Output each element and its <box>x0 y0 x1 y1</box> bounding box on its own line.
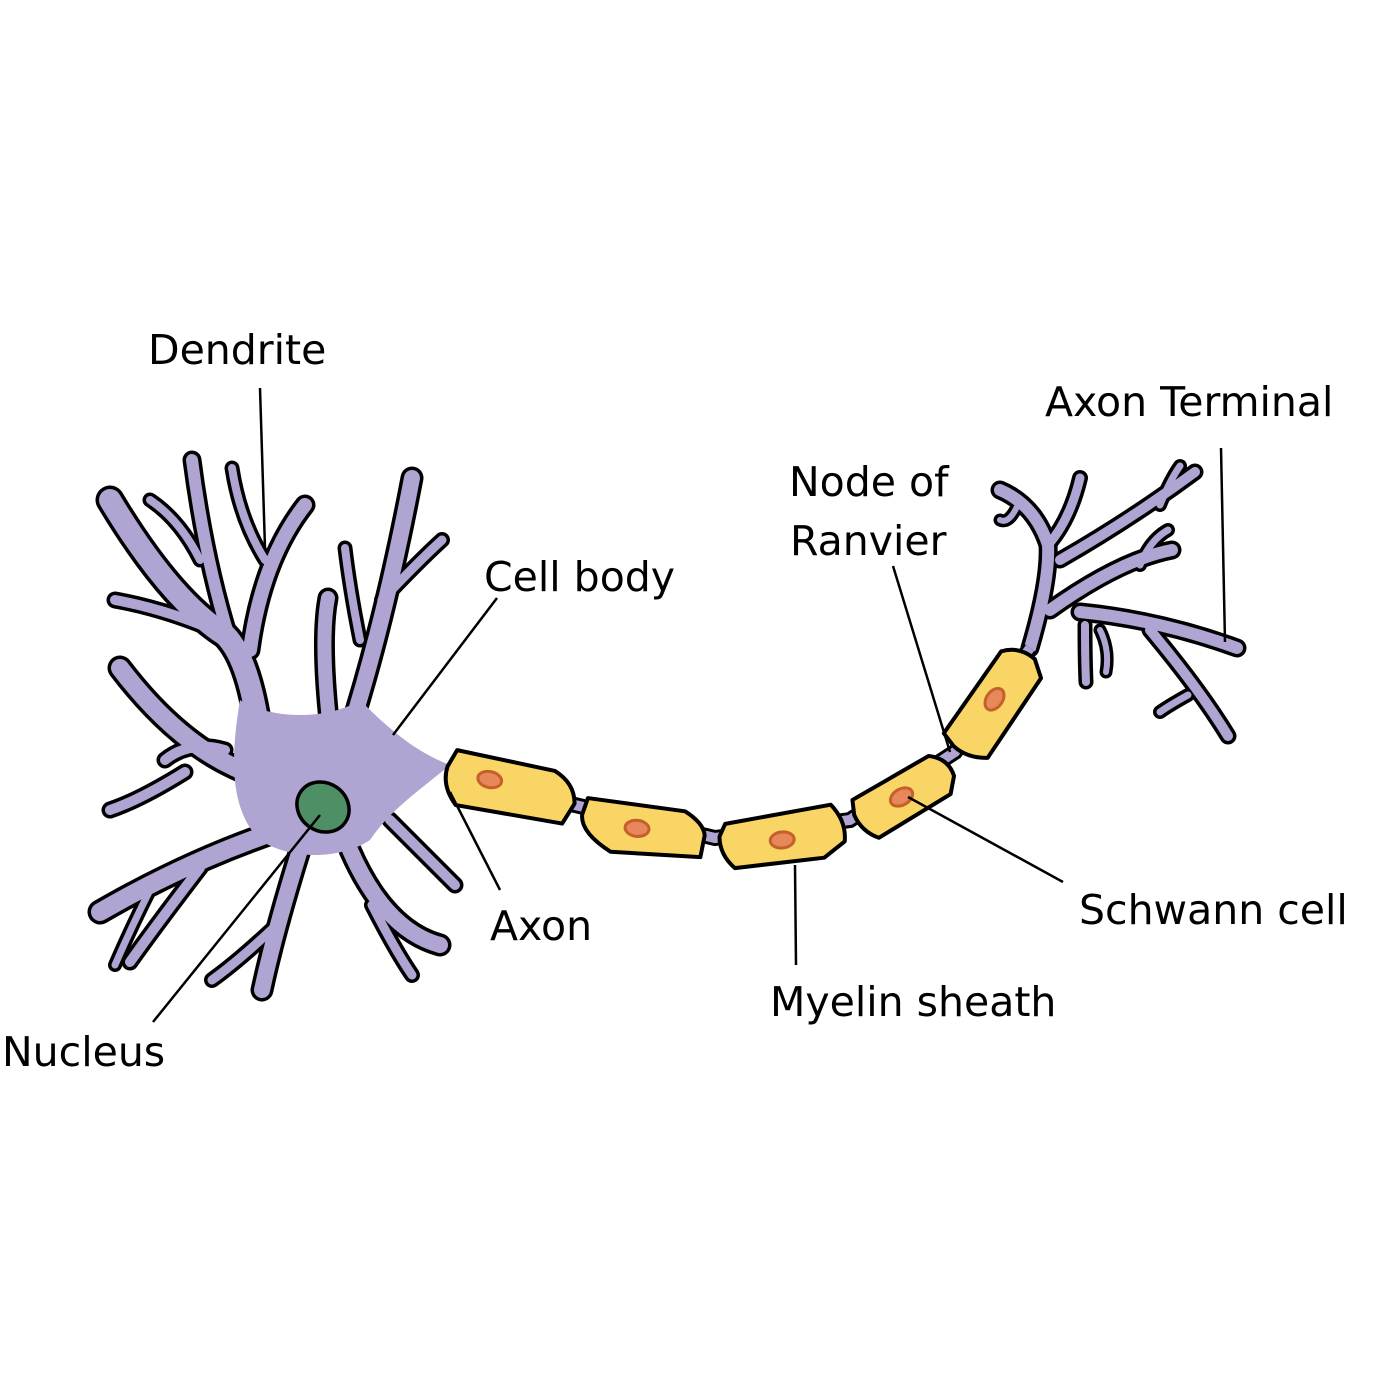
label-nucleus: Nucleus <box>2 1028 165 1076</box>
schwann-cell <box>850 753 957 840</box>
label-dendrite: Dendrite <box>148 326 326 374</box>
label-axon: Axon <box>490 902 592 950</box>
dendrite-branch <box>111 886 154 969</box>
node-leader <box>891 565 952 753</box>
dendrite-branch <box>1043 473 1085 550</box>
dendrite-branch <box>243 498 312 657</box>
nucleus-leader <box>152 814 321 1023</box>
dendrite-branch <box>146 496 204 564</box>
axon-terminal-leader <box>1219 447 1227 643</box>
dendrite-branch <box>1044 544 1178 616</box>
schwann-cell <box>717 802 847 871</box>
dendrite-branch <box>1136 526 1172 569</box>
label-node-of-ranvier-1: Node of <box>789 458 950 506</box>
dendrite-branch <box>367 900 417 980</box>
dendrite-branch <box>1055 467 1200 565</box>
myelin-leader <box>793 864 798 966</box>
dendrite-branch <box>1074 606 1243 654</box>
dendrite-branch <box>1081 621 1090 686</box>
axon-leader <box>448 791 502 891</box>
schwann-leader <box>907 795 1064 884</box>
schwann-cell <box>580 796 707 860</box>
dendrite-branch <box>125 863 205 967</box>
dendrite-branch <box>1145 625 1233 741</box>
label-myelin-sheath: Myelin sheath <box>770 978 1056 1026</box>
label-axon-terminal: Axon Terminal <box>1045 378 1333 426</box>
dendrite-branch <box>207 915 287 985</box>
schwann-cell <box>941 647 1044 760</box>
dendrite-branch <box>342 842 448 953</box>
dendrite-branch <box>160 741 230 765</box>
label-schwann-cell: Schwann cell <box>1079 886 1348 934</box>
label-cell-body: Cell body <box>484 553 675 601</box>
dendrite-branch <box>377 535 447 605</box>
dendrite-branch <box>1156 691 1192 716</box>
dendrites <box>87 450 1247 1002</box>
schwann-cell <box>443 748 577 826</box>
dendrite-branch <box>105 767 190 815</box>
dendrite-branch <box>1156 462 1184 509</box>
label-node-of-ranvier-2: Ranvier <box>790 517 947 565</box>
dendrite-branch <box>317 591 337 737</box>
dendrite-leader <box>258 387 267 549</box>
cell-body <box>234 700 450 855</box>
dendrite-branch <box>1097 627 1111 675</box>
leader-lines <box>152 387 1227 1023</box>
dendrite-branch <box>341 544 364 644</box>
dendrite-branch <box>186 454 236 646</box>
cell-body-leader <box>392 597 498 736</box>
dendrite-branch <box>228 464 269 564</box>
dendrite-branch <box>997 497 1023 524</box>
dendrite-branch <box>110 595 230 640</box>
myelin-sheath <box>443 647 1044 871</box>
dendrite-branch <box>385 815 460 890</box>
